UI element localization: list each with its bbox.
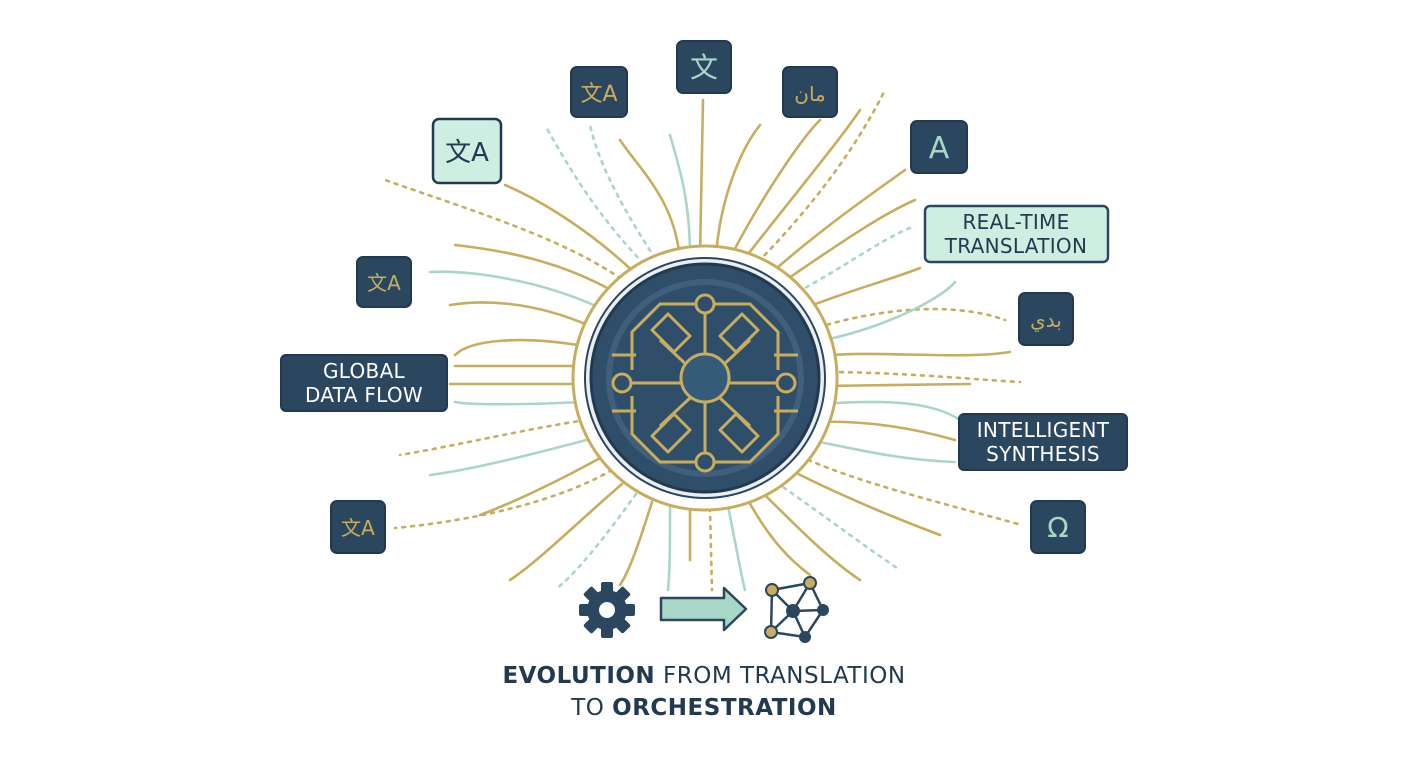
tile-glyph: 文A [445, 138, 489, 168]
connector-line [778, 198, 917, 286]
connector-line [428, 270, 602, 310]
connector-line [666, 504, 672, 592]
connector-line [808, 438, 957, 464]
connector-line [708, 506, 714, 592]
connector-lines [383, 88, 1024, 592]
caption-bold: EVOLUTION [502, 663, 656, 689]
translate-icon: 文A [330, 500, 386, 554]
caption-text: FROM TRANSLATION [655, 663, 906, 689]
connector-line [728, 118, 822, 260]
connector-line [760, 490, 862, 582]
circuit-core-icon [571, 244, 839, 512]
translate-icon: 文A [431, 117, 503, 185]
caption: EVOLUTION FROM TRANSLATION TO ORCHESTRAT… [404, 660, 1004, 724]
connector-line [820, 382, 972, 388]
translate-icon: 文A [570, 66, 628, 118]
connector-line [453, 400, 584, 406]
label-global-data-flow: GLOBAL DATA FLOW [280, 354, 448, 412]
arabic-script-icon: بدي [1018, 292, 1074, 346]
connector-line [808, 307, 1007, 332]
connector-line [714, 123, 762, 258]
connector-line [798, 454, 1024, 527]
connector-line [478, 454, 606, 517]
label-line: REAL-TIME [962, 210, 1069, 234]
connector-line [788, 226, 912, 298]
connector-line [453, 243, 620, 296]
connector-line [750, 88, 887, 270]
network-graph-icon [764, 576, 829, 643]
connector-line [774, 480, 902, 572]
connector-line [618, 500, 654, 587]
connector-line [453, 338, 586, 357]
label-line: SYNTHESIS [986, 442, 1100, 466]
connector-line [393, 468, 614, 530]
connector-line [740, 108, 862, 264]
arrow-right-icon [659, 586, 748, 632]
connector-line [383, 178, 630, 286]
translate-icon: 文A [356, 256, 412, 308]
tile-glyph: 文 [690, 51, 718, 84]
connector-line [698, 98, 705, 258]
connector-line [812, 280, 957, 344]
connector-line [768, 168, 907, 276]
connector-line [746, 498, 812, 577]
label-line: INTELLIGENT [977, 418, 1110, 442]
label-line: TRANSLATION [944, 234, 1088, 258]
tile-glyph: 文A [580, 82, 617, 107]
connector-line [448, 301, 592, 328]
tile-glyph: 文A [367, 271, 401, 295]
arabic-script-icon: مان [782, 66, 838, 118]
connector-line [508, 482, 624, 582]
connector-line [816, 350, 1012, 358]
connector-line [820, 370, 1022, 384]
label-intelligent-synthesis: INTELLIGENT SYNTHESIS [958, 413, 1128, 471]
greek-omega-icon: Ω [1030, 500, 1086, 554]
connector-line [668, 133, 692, 260]
latin-letter-icon: A [910, 120, 968, 174]
connector-line [398, 418, 588, 457]
tile-glyph: 文A [341, 516, 375, 540]
tile-glyph: مان [794, 82, 826, 106]
label-line: GLOBAL [323, 359, 406, 383]
connector-line [588, 123, 662, 268]
tile-glyph: A [929, 131, 950, 166]
chinese-character-icon: 文 [676, 40, 732, 94]
tile-glyph: Ω [1047, 511, 1068, 544]
tile-glyph: بدي [1030, 308, 1062, 333]
connector-line [618, 138, 682, 262]
gear-icon [579, 582, 635, 638]
connector-line [428, 436, 596, 477]
connector-line [798, 266, 922, 312]
connector-line [788, 468, 942, 537]
connector-line [816, 420, 957, 442]
caption-line-2: TO ORCHESTRATION [404, 692, 1004, 724]
caption-bold: ORCHESTRATION [612, 695, 837, 721]
label-real-time-translation: REAL-TIME TRANSLATION [923, 204, 1110, 264]
connector-line [726, 504, 747, 592]
caption-line-1: EVOLUTION FROM TRANSLATION [404, 660, 1004, 692]
connector-line [503, 183, 640, 278]
connector-line [818, 400, 962, 422]
label-line: DATA FLOW [305, 383, 423, 407]
caption-text: TO [571, 695, 613, 721]
